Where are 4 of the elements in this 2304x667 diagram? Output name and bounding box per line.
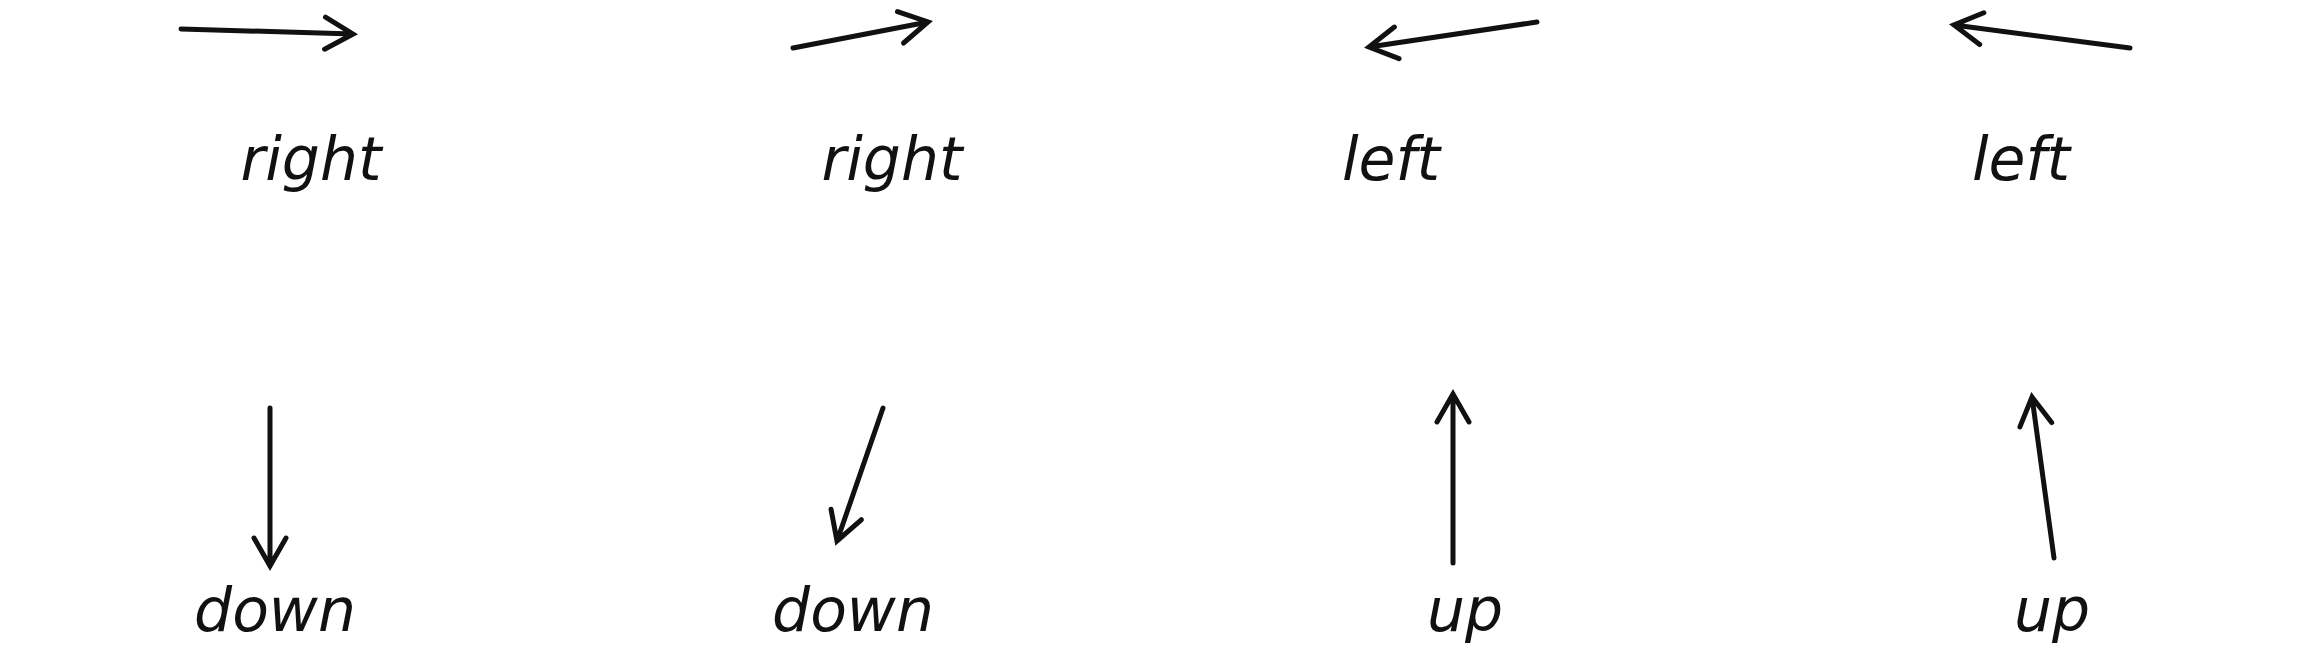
direction-label: down [194,580,356,640]
direction-label: down [772,580,934,640]
direction-label: left [1341,129,1441,189]
direction-label: left [1971,129,2071,189]
